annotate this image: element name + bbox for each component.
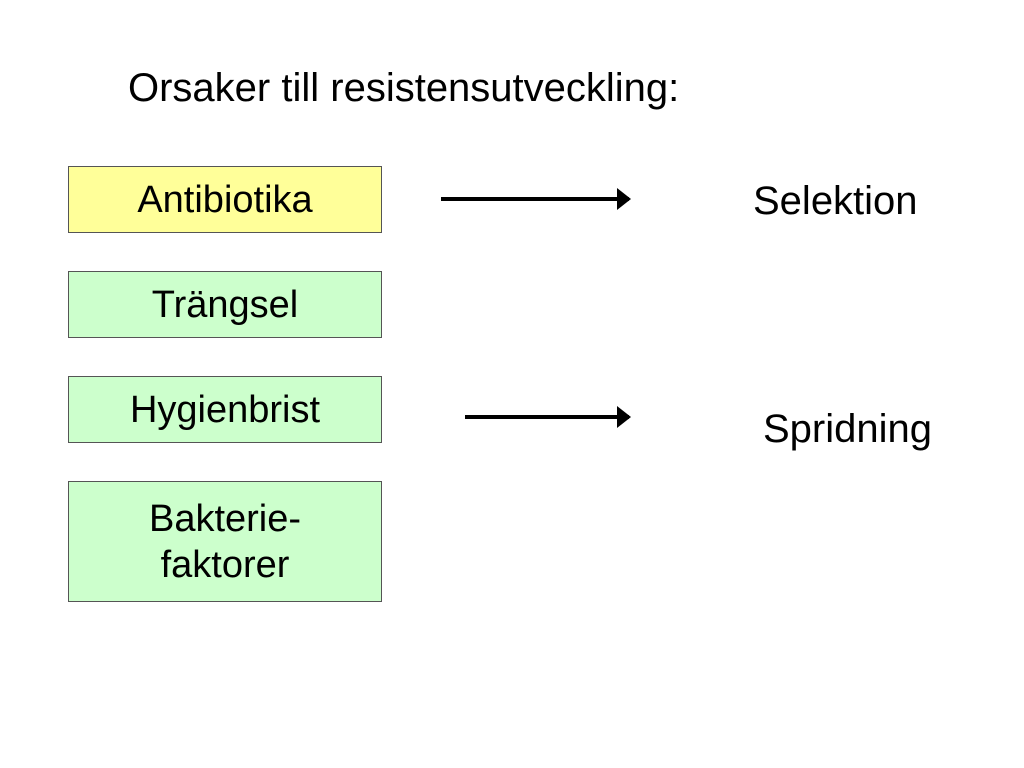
factor-box-antibiotika: Antibiotika <box>68 166 382 233</box>
outcome-spridning: Spridning <box>763 407 933 451</box>
slide-title: Orsaker till resistensutveckling: <box>128 66 680 110</box>
factor-label: Trängsel <box>151 283 299 326</box>
outcome-selektion: Selektion <box>753 179 918 223</box>
factor-label: Hygienbrist <box>129 388 321 431</box>
factor-box-trangsel: Trängsel <box>68 271 382 338</box>
arrow-right-icon <box>441 188 631 210</box>
factor-box-bakteriefaktorer: Bakterie- faktorer <box>68 481 382 602</box>
factor-box-hygienbrist: Hygienbrist <box>68 376 382 443</box>
factor-label: Bakterie- faktorer <box>148 497 302 586</box>
factor-label: Antibiotika <box>137 178 313 221</box>
arrow-right-icon <box>465 406 631 428</box>
